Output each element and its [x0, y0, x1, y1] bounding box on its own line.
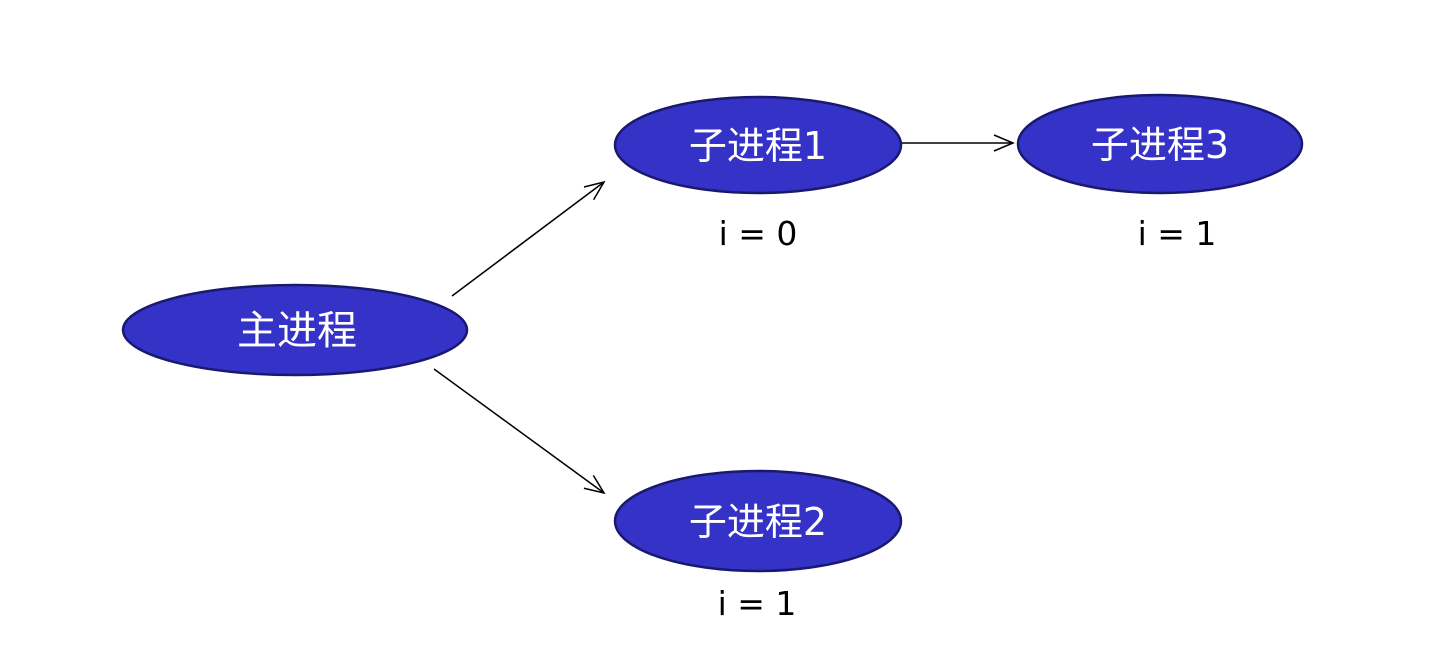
- edge-main-to-child1: [451, 180, 606, 297]
- node-child-process-3: 子进程3 i = 1: [1016, 93, 1304, 253]
- child-process-1-note: i = 0: [719, 214, 798, 253]
- child-process-3-note: i = 1: [1138, 214, 1217, 253]
- node-child-process-1: 子进程1 i = 0: [613, 95, 903, 253]
- node-child-process-2: 子进程2 i = 1: [613, 469, 903, 623]
- child-process-2-label: 子进程2: [689, 500, 827, 544]
- main-process-ellipse: [121, 283, 469, 377]
- child-process-3-ellipse: [1016, 93, 1304, 195]
- edge-main-to-child2: [433, 368, 606, 495]
- child-process-3-label: 子进程3: [1091, 123, 1229, 167]
- main-process-label: 主进程: [237, 308, 357, 354]
- node-main-process: 主进程: [121, 283, 469, 377]
- child-process-1-ellipse: [613, 95, 903, 195]
- child-process-2-ellipse: [613, 469, 903, 573]
- child-process-2-note: i = 1: [718, 584, 797, 623]
- child-process-1-label: 子进程1: [689, 124, 827, 168]
